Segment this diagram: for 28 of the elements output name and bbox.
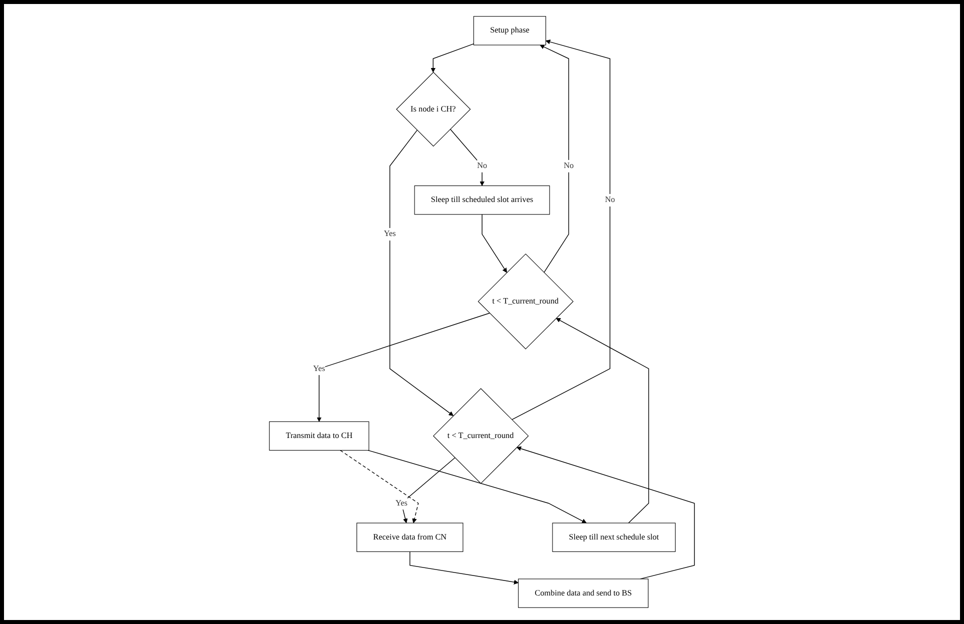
- edge-label: Yes: [384, 230, 396, 238]
- node-box: Receive data from CN: [356, 522, 464, 552]
- edge-label: No: [605, 196, 616, 204]
- arrow: [540, 44, 570, 273]
- edge-label: Yes: [396, 498, 408, 508]
- arrow: [512, 40, 610, 420]
- node-diamond: t < T_current_round: [433, 388, 529, 484]
- arrow: [516, 446, 695, 580]
- node-box: Combine data and send to BS: [518, 578, 649, 608]
- node-diamond: Is node i CH?: [396, 72, 471, 147]
- edge-label: No: [564, 161, 574, 170]
- arrow: [482, 214, 508, 273]
- arrow: [368, 450, 587, 524]
- edge-label: No: [477, 161, 488, 170]
- edge-label: Yes: [313, 364, 326, 373]
- node-box: Setup phase: [474, 16, 546, 46]
- node-box: Sleep till next schedule slot: [552, 522, 676, 552]
- node-box: Sleep till scheduled slot arrives: [414, 186, 550, 215]
- arrow: [390, 130, 454, 416]
- arrow: [410, 551, 519, 584]
- arrow: [450, 128, 485, 186]
- node-box: Transmit data to CH: [269, 421, 370, 451]
- arrow: [401, 457, 456, 524]
- arrow: [316, 312, 490, 422]
- node-diamond: t < T_current_round: [478, 254, 574, 350]
- arrow: [556, 318, 650, 524]
- arrow: [430, 44, 474, 73]
- arrow: [340, 450, 419, 524]
